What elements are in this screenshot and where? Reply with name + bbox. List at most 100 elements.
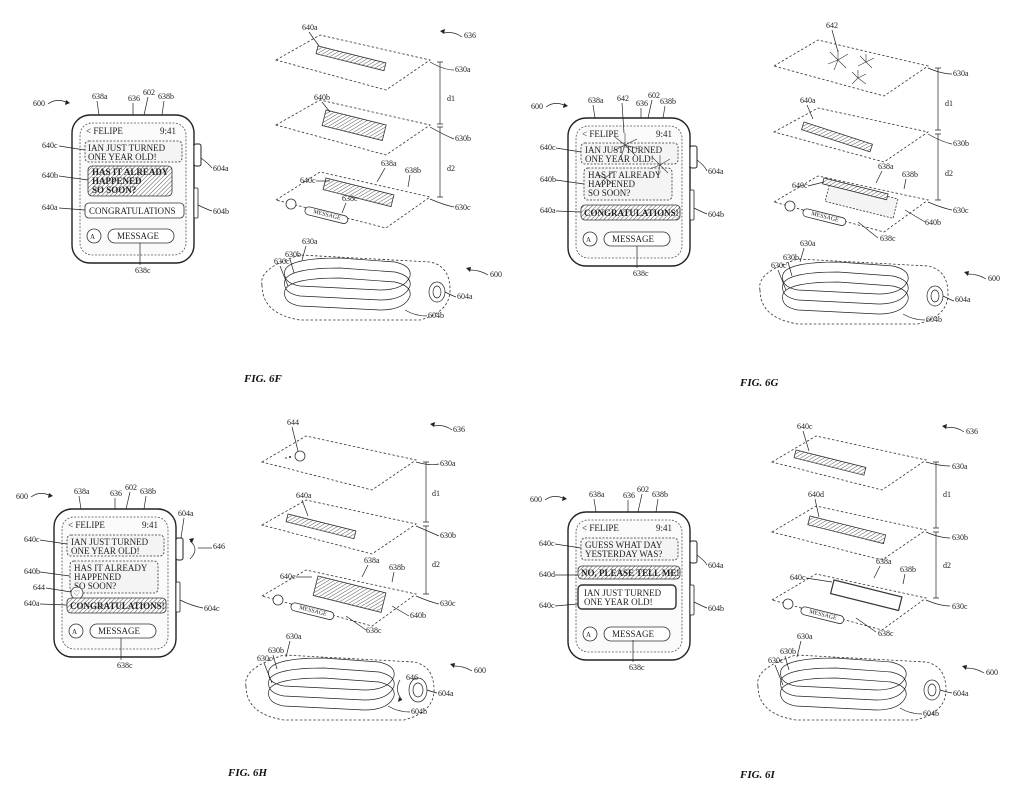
message-bubble-640b[interactable] bbox=[69, 560, 159, 594]
svg-text:640c: 640c bbox=[540, 143, 556, 152]
svg-text:604b: 604b bbox=[926, 315, 942, 324]
svg-text:640c: 640c bbox=[797, 422, 813, 431]
svg-text:636: 636 bbox=[453, 425, 465, 434]
svg-text:d1: d1 bbox=[945, 99, 953, 108]
watch-front-6h: < FELIPE 9:41 IAN JUST TURNED ONE YEAR O… bbox=[53, 508, 196, 658]
side-button bbox=[193, 187, 199, 219]
message-bubble-640a[interactable] bbox=[66, 597, 167, 614]
exploded-view-6f: MESSAGE 636 640a 630a 640b 630b d1 d2 63… bbox=[261, 23, 502, 321]
svg-text:630b: 630b bbox=[953, 139, 969, 148]
message-input-label: MESSAGE bbox=[117, 231, 160, 241]
svg-text:642: 642 bbox=[617, 94, 629, 103]
svg-text:600: 600 bbox=[986, 668, 998, 677]
app-store-icon[interactable] bbox=[582, 231, 598, 247]
layer-630a bbox=[274, 34, 431, 91]
svg-text:630b: 630b bbox=[440, 531, 456, 540]
svg-text:604c: 604c bbox=[204, 604, 220, 613]
message-640c-line1: IAN JUST TURNED bbox=[88, 143, 166, 153]
app-store-icon[interactable] bbox=[68, 623, 84, 639]
sender-label[interactable]: < FELIPE bbox=[86, 126, 123, 136]
svg-text:640a: 640a bbox=[540, 206, 556, 215]
svg-text:630b: 630b bbox=[455, 134, 471, 143]
reference-labels-6f: 600 638a 636 602 638b 640c 640b 640a 604… bbox=[33, 88, 229, 275]
message-input[interactable] bbox=[107, 228, 175, 244]
watch-front-6g: < FELIPE 9:41 IAN JUST TURNED ONE YEAR O… bbox=[567, 117, 698, 267]
svg-text:644: 644 bbox=[287, 418, 299, 427]
svg-text:604a: 604a bbox=[438, 689, 454, 698]
svg-text:640c: 640c bbox=[792, 181, 808, 190]
svg-text:HAS IT ALREADY: HAS IT ALREADY bbox=[74, 563, 148, 573]
figure-caption-6h: FIG. 6H bbox=[227, 767, 268, 779]
figure-caption-6g: FIG. 6G bbox=[739, 377, 779, 389]
svg-text:638c: 638c bbox=[135, 266, 151, 275]
svg-text:640a: 640a bbox=[24, 599, 40, 608]
svg-text:638b: 638b bbox=[158, 92, 174, 101]
message-bubble-640d[interactable] bbox=[577, 565, 681, 580]
layer-630c bbox=[275, 171, 431, 229]
svg-text:600: 600 bbox=[33, 99, 45, 108]
svg-text:d2: d2 bbox=[943, 561, 951, 570]
svg-text:636: 636 bbox=[110, 489, 122, 498]
svg-text:640c: 640c bbox=[300, 176, 316, 185]
svg-text:600: 600 bbox=[474, 666, 486, 675]
message-bubble-640c[interactable] bbox=[66, 534, 165, 557]
svg-text:640a: 640a bbox=[296, 491, 312, 500]
svg-text:604b: 604b bbox=[411, 707, 427, 716]
display-630c bbox=[284, 277, 411, 311]
svg-text:600: 600 bbox=[530, 495, 542, 504]
sender-label[interactable]: < FELIPE bbox=[582, 129, 619, 139]
svg-text:638c: 638c bbox=[878, 629, 894, 638]
svg-text:600: 600 bbox=[490, 270, 502, 279]
figure-caption-6i: FIG. 6I bbox=[739, 769, 776, 781]
app-store-icon[interactable] bbox=[582, 626, 598, 642]
message-bubble-640a[interactable] bbox=[84, 202, 185, 219]
svg-text:600: 600 bbox=[16, 492, 28, 501]
svg-text:604a: 604a bbox=[178, 509, 194, 518]
svg-text:638b: 638b bbox=[389, 563, 405, 572]
svg-text:640c: 640c bbox=[42, 141, 58, 150]
svg-text:638a: 638a bbox=[878, 162, 894, 171]
svg-text:630c: 630c bbox=[455, 203, 471, 212]
svg-text:640b: 640b bbox=[24, 567, 40, 576]
svg-text:630a: 630a bbox=[440, 459, 456, 468]
layer-640a-bubble bbox=[315, 45, 387, 72]
svg-text:638c: 638c bbox=[880, 234, 896, 243]
sender-label[interactable]: < FELIPE bbox=[68, 520, 105, 530]
svg-text:638a: 638a bbox=[74, 487, 90, 496]
crown-side bbox=[428, 281, 446, 303]
layer-630b bbox=[274, 99, 431, 156]
svg-text:630a: 630a bbox=[952, 462, 968, 471]
message-640c-line2: ONE YEAR OLD! bbox=[88, 152, 157, 162]
svg-text:640b: 640b bbox=[410, 611, 426, 620]
svg-text:ONE YEAR OLD!: ONE YEAR OLD! bbox=[585, 154, 654, 164]
time-label: 9:41 bbox=[656, 523, 672, 533]
figure-caption-6f: FIG. 6F bbox=[243, 373, 283, 385]
app-store-icon[interactable] bbox=[86, 228, 102, 244]
message-bubble-640c[interactable] bbox=[580, 537, 679, 561]
message-input-label: MESSAGE bbox=[612, 234, 655, 244]
svg-text:640a: 640a bbox=[42, 203, 58, 212]
svg-text:630a: 630a bbox=[286, 632, 302, 641]
svg-text:630a: 630a bbox=[797, 632, 813, 641]
svg-text:d1: d1 bbox=[943, 490, 951, 499]
svg-text:638a: 638a bbox=[589, 490, 605, 499]
sender-label[interactable]: < FELIPE bbox=[582, 523, 619, 533]
svg-text:600: 600 bbox=[988, 274, 1000, 283]
message-bubble-640c[interactable] bbox=[84, 140, 183, 163]
svg-text:646: 646 bbox=[213, 542, 225, 551]
message-bubble-640c-new[interactable] bbox=[577, 584, 677, 610]
message-640a: CONGRATULATIONS! bbox=[584, 208, 679, 218]
svg-text:640b: 640b bbox=[42, 171, 58, 180]
message-input[interactable] bbox=[603, 626, 671, 642]
exploded-view-6h: MESSAGE 636 644 630a 640a d1 630b d2 638… bbox=[245, 418, 486, 721]
crown bbox=[193, 143, 202, 167]
svg-text:640b: 640b bbox=[540, 175, 556, 184]
svg-text:630c: 630c bbox=[768, 656, 784, 665]
message-input[interactable] bbox=[89, 623, 157, 639]
svg-text:638b: 638b bbox=[140, 487, 156, 496]
message-bubble-640a[interactable] bbox=[580, 204, 681, 221]
figure-6i: < FELIPE 9:41 GUESS WHAT DAY YESTERDAY W… bbox=[530, 422, 998, 781]
svg-text:638c: 638c bbox=[117, 661, 133, 670]
message-bubble-640b[interactable] bbox=[87, 165, 173, 197]
message-input-label: MESSAGE bbox=[612, 629, 655, 639]
